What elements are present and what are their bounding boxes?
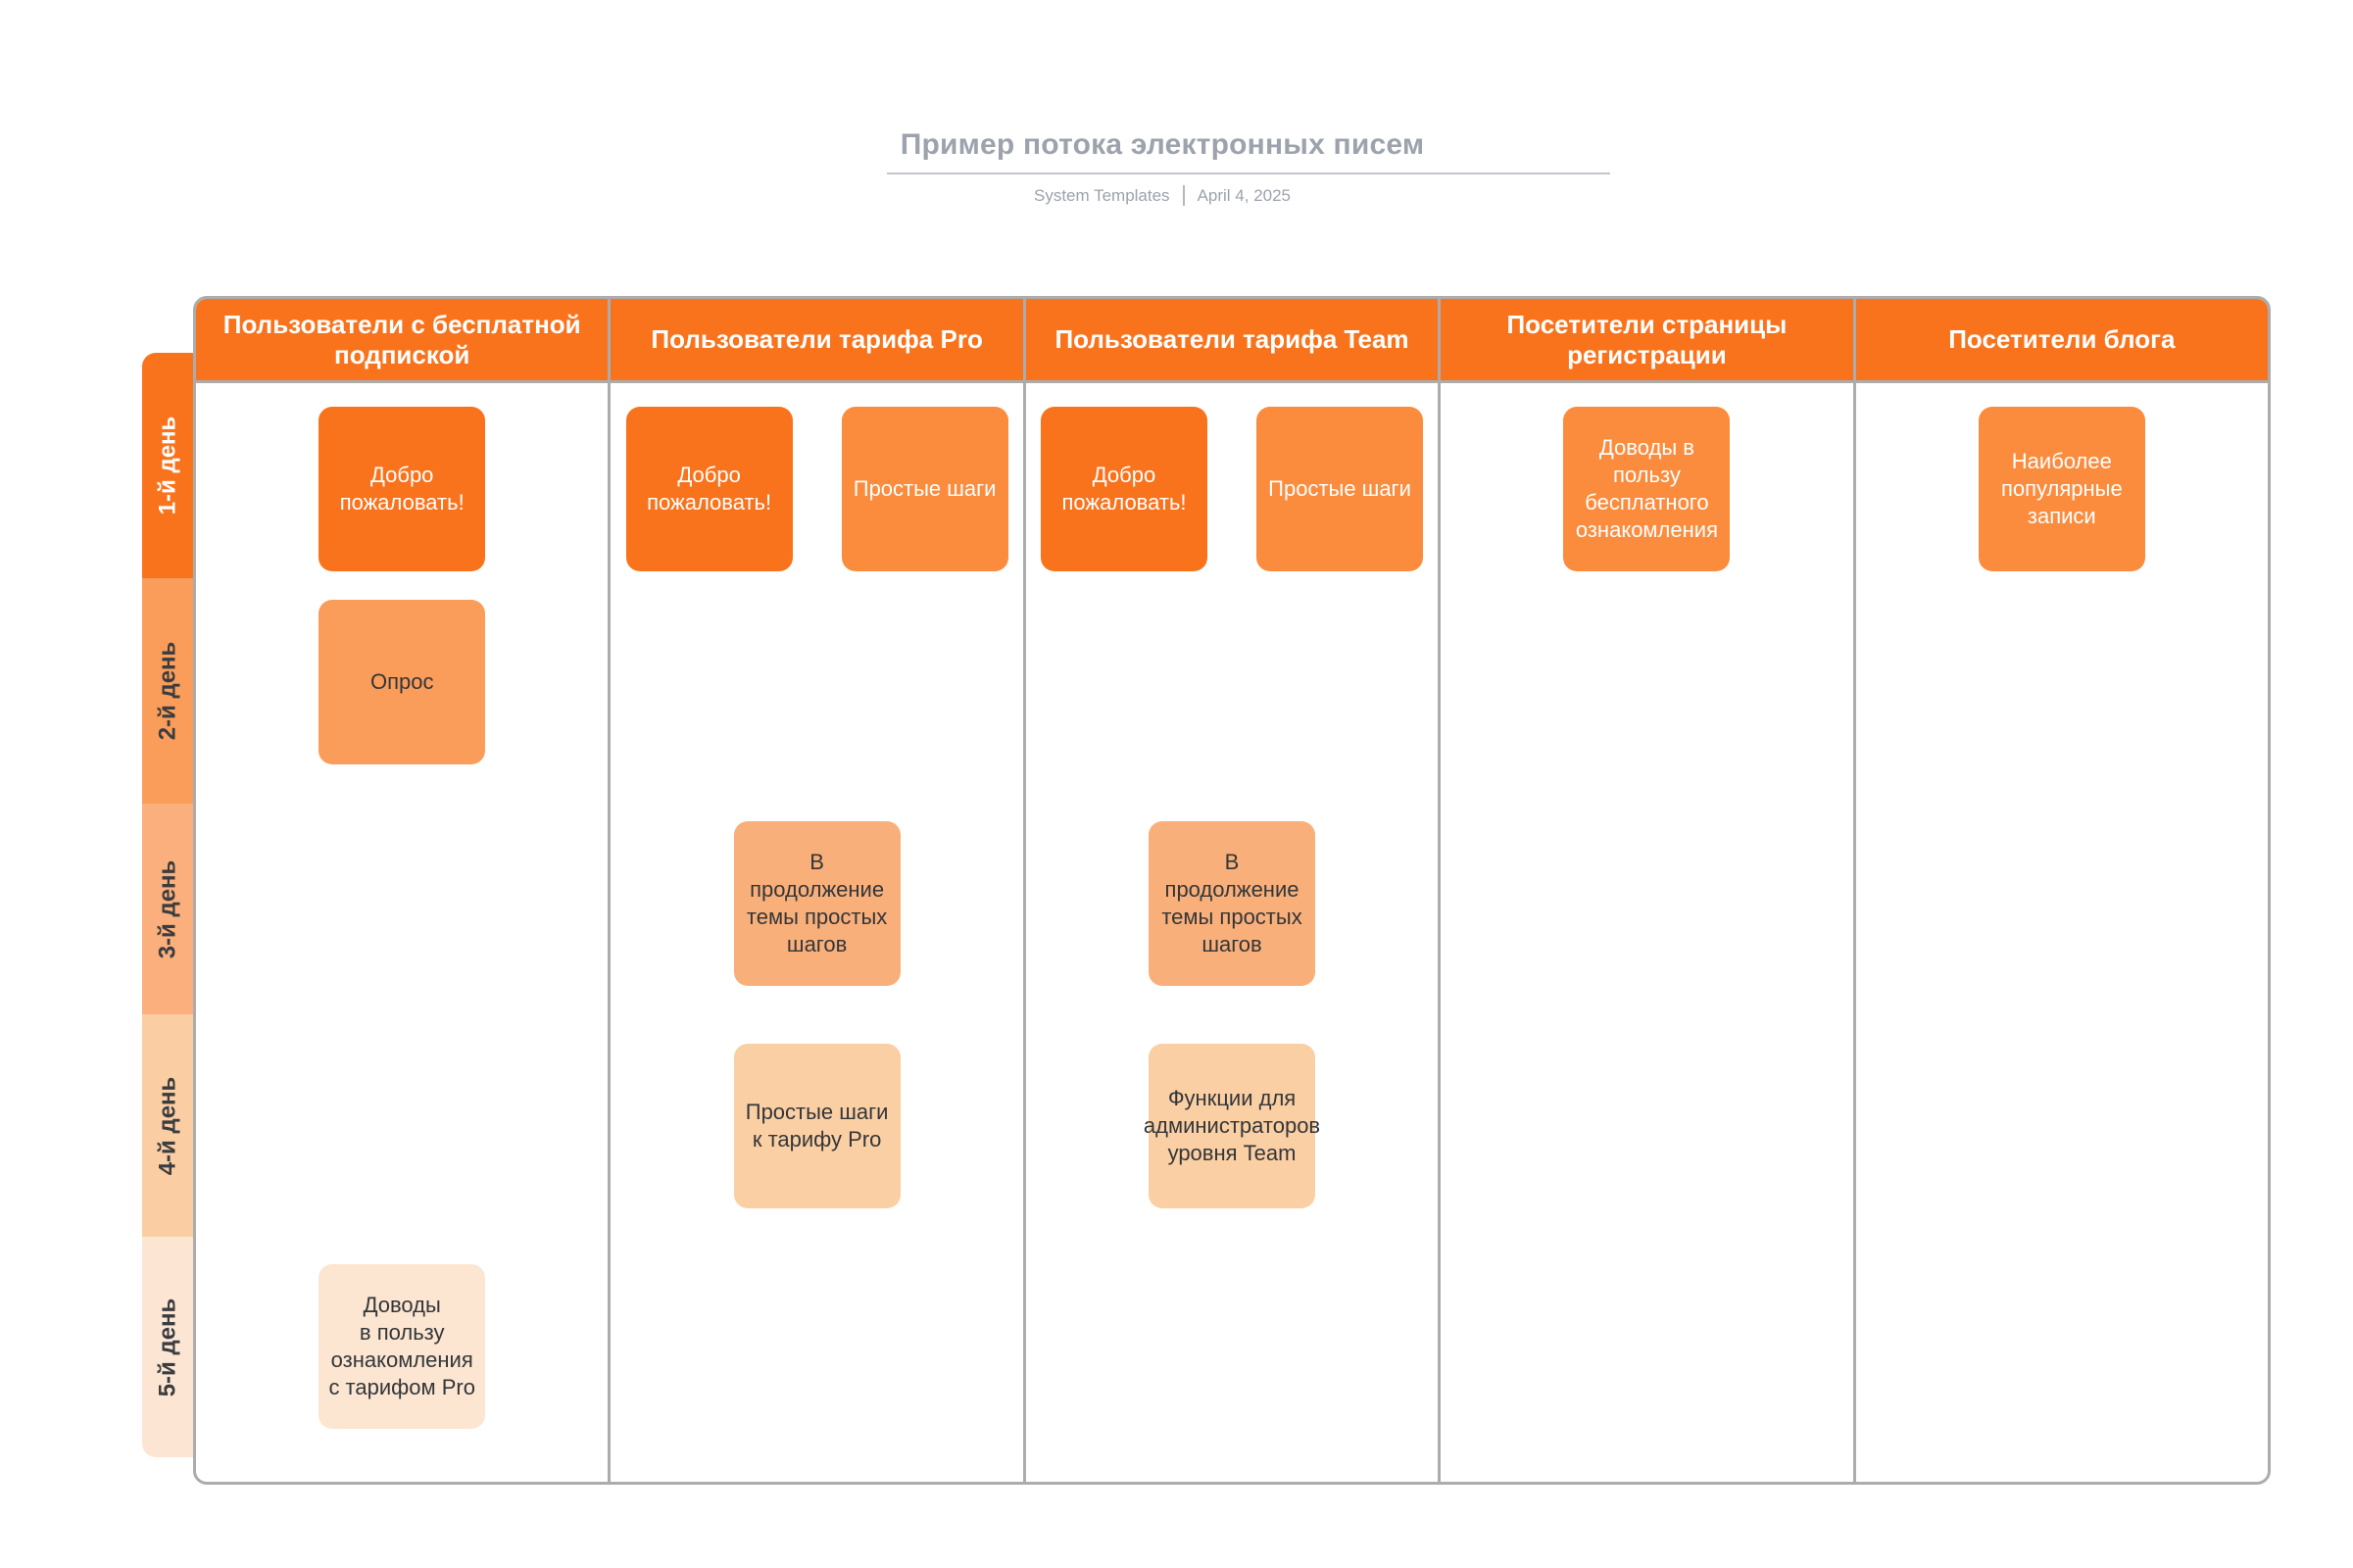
cell-team-day1: Добро пожаловать! Простые шаги (1026, 383, 1438, 578)
card-pro-day4-steps-to-pro[interactable]: Простые шаги к тарифу Pro (733, 1044, 901, 1208)
cell-free-day1: Добро пожаловать! (196, 383, 608, 578)
cell-pro-day5 (611, 1237, 1022, 1482)
subtitle: System Templates April 4, 2025 (770, 185, 1554, 206)
title-underline (887, 172, 1610, 174)
subtitle-divider (1182, 185, 1185, 206)
row-label-day-2-text: 2-й день (154, 641, 180, 741)
cell-pro-day3: В продолжение темы простых шагов (611, 804, 1022, 1014)
cell-pro-day2 (611, 578, 1022, 804)
cell-signup-day3 (1441, 804, 1852, 1014)
cell-signup-day2 (1441, 578, 1852, 804)
column-header-team-users: Пользователи тарифа Team (1025, 299, 1439, 383)
row-label-day-2: 2-й день (142, 578, 193, 804)
row-label-day-1-text: 1-й день (154, 416, 180, 515)
cell-blog-day3 (1856, 804, 2268, 1014)
day-strip: 1-й день 2-й день 3-й день 4-й день 5-й … (142, 353, 193, 1457)
column-team-users: Пользователи тарифа Team Добро пожаловат… (1025, 299, 1442, 1482)
cell-team-day5 (1026, 1237, 1438, 1482)
cell-signup-day5 (1441, 1237, 1852, 1482)
card-blog-day1-popular-posts[interactable]: Наиболее популярные записи (1978, 407, 2145, 571)
card-team-day1-steps[interactable]: Простые шаги (1256, 407, 1424, 571)
card-free-day2-survey[interactable]: Опрос (319, 600, 486, 764)
cell-team-day3: В продолжение темы простых шагов (1026, 804, 1438, 1014)
row-label-day-4-text: 4-й день (154, 1076, 180, 1175)
card-pro-day3-followup[interactable]: В продолжение темы простых шагов (733, 821, 901, 986)
cell-blog-day5 (1856, 1237, 2268, 1482)
cell-free-day5: Доводы в пользу ознакомления с тарифом P… (196, 1237, 608, 1482)
cell-pro-day4: Простые шаги к тарифу Pro (611, 1014, 1022, 1237)
column-blog-visitors: Посетители блога Наиболее популярные зап… (1855, 299, 2268, 1482)
cell-blog-day1: Наиболее популярные записи (1856, 383, 2268, 578)
card-free-day1-welcome[interactable]: Добро пожаловать! (319, 407, 486, 571)
cell-free-day4 (196, 1014, 608, 1237)
subtitle-date: April 4, 2025 (1197, 185, 1292, 205)
cell-signup-day1: Доводы в пользу бесплатного ознакомления (1441, 383, 1852, 578)
card-free-day5-pro-pitch[interactable]: Доводы в пользу ознакомления с тарифом P… (319, 1264, 486, 1429)
cell-blog-day4 (1856, 1014, 2268, 1237)
row-label-day-1: 1-й день (142, 353, 193, 578)
cell-team-day4: Функции для администраторов уровня Team (1026, 1014, 1438, 1237)
card-pro-day1-steps[interactable]: Простые шаги (841, 407, 1008, 571)
column-free-users: Пользователи с бесплатной подпиской Добр… (196, 299, 612, 1482)
cell-signup-day4 (1441, 1014, 1852, 1237)
page-title: Пример потока электронных писем (900, 128, 1425, 161)
row-label-day-4: 4-й день (142, 1014, 193, 1237)
column-pro-users: Пользователи тарифа Pro Добро пожаловать… (611, 299, 1026, 1482)
cell-pro-day1: Добро пожаловать! Простые шаги (611, 383, 1022, 578)
column-signup-visitors: Посетители страницы регистрации Доводы в… (1441, 299, 1856, 1482)
cell-blog-day2 (1856, 578, 2268, 804)
column-header-free-users: Пользователи с бесплатной подпиской (196, 299, 609, 383)
cell-team-day2 (1026, 578, 1438, 804)
row-label-day-5: 5-й день (142, 1237, 193, 1457)
card-pro-day1-welcome[interactable]: Добро пожаловать! (625, 407, 793, 571)
column-header-blog-visitors: Посетители блога (1855, 299, 2268, 383)
flow-table: Пользователи с бесплатной подпиской Добр… (193, 296, 2271, 1485)
row-label-day-5-text: 5-й день (154, 1298, 180, 1396)
column-header-signup-visitors: Посетители страницы регистрации (1441, 299, 1853, 383)
subtitle-source: System Templates (1033, 185, 1170, 205)
cell-free-day2: Опрос (196, 578, 608, 804)
card-team-day3-followup[interactable]: В продолжение темы простых шагов (1149, 821, 1316, 986)
card-team-day1-welcome[interactable]: Добро пожаловать! (1041, 407, 1208, 571)
card-signup-day1-free-pitch[interactable]: Доводы в пользу бесплатного ознакомления (1563, 407, 1731, 571)
card-team-day4-admin-features[interactable]: Функции для администраторов уровня Team (1144, 1044, 1320, 1208)
row-label-day-3-text: 3-й день (154, 859, 180, 958)
cell-free-day3 (196, 804, 608, 1014)
row-label-day-3: 3-й день (142, 804, 193, 1014)
column-header-pro-users: Пользователи тарифа Pro (611, 299, 1023, 383)
